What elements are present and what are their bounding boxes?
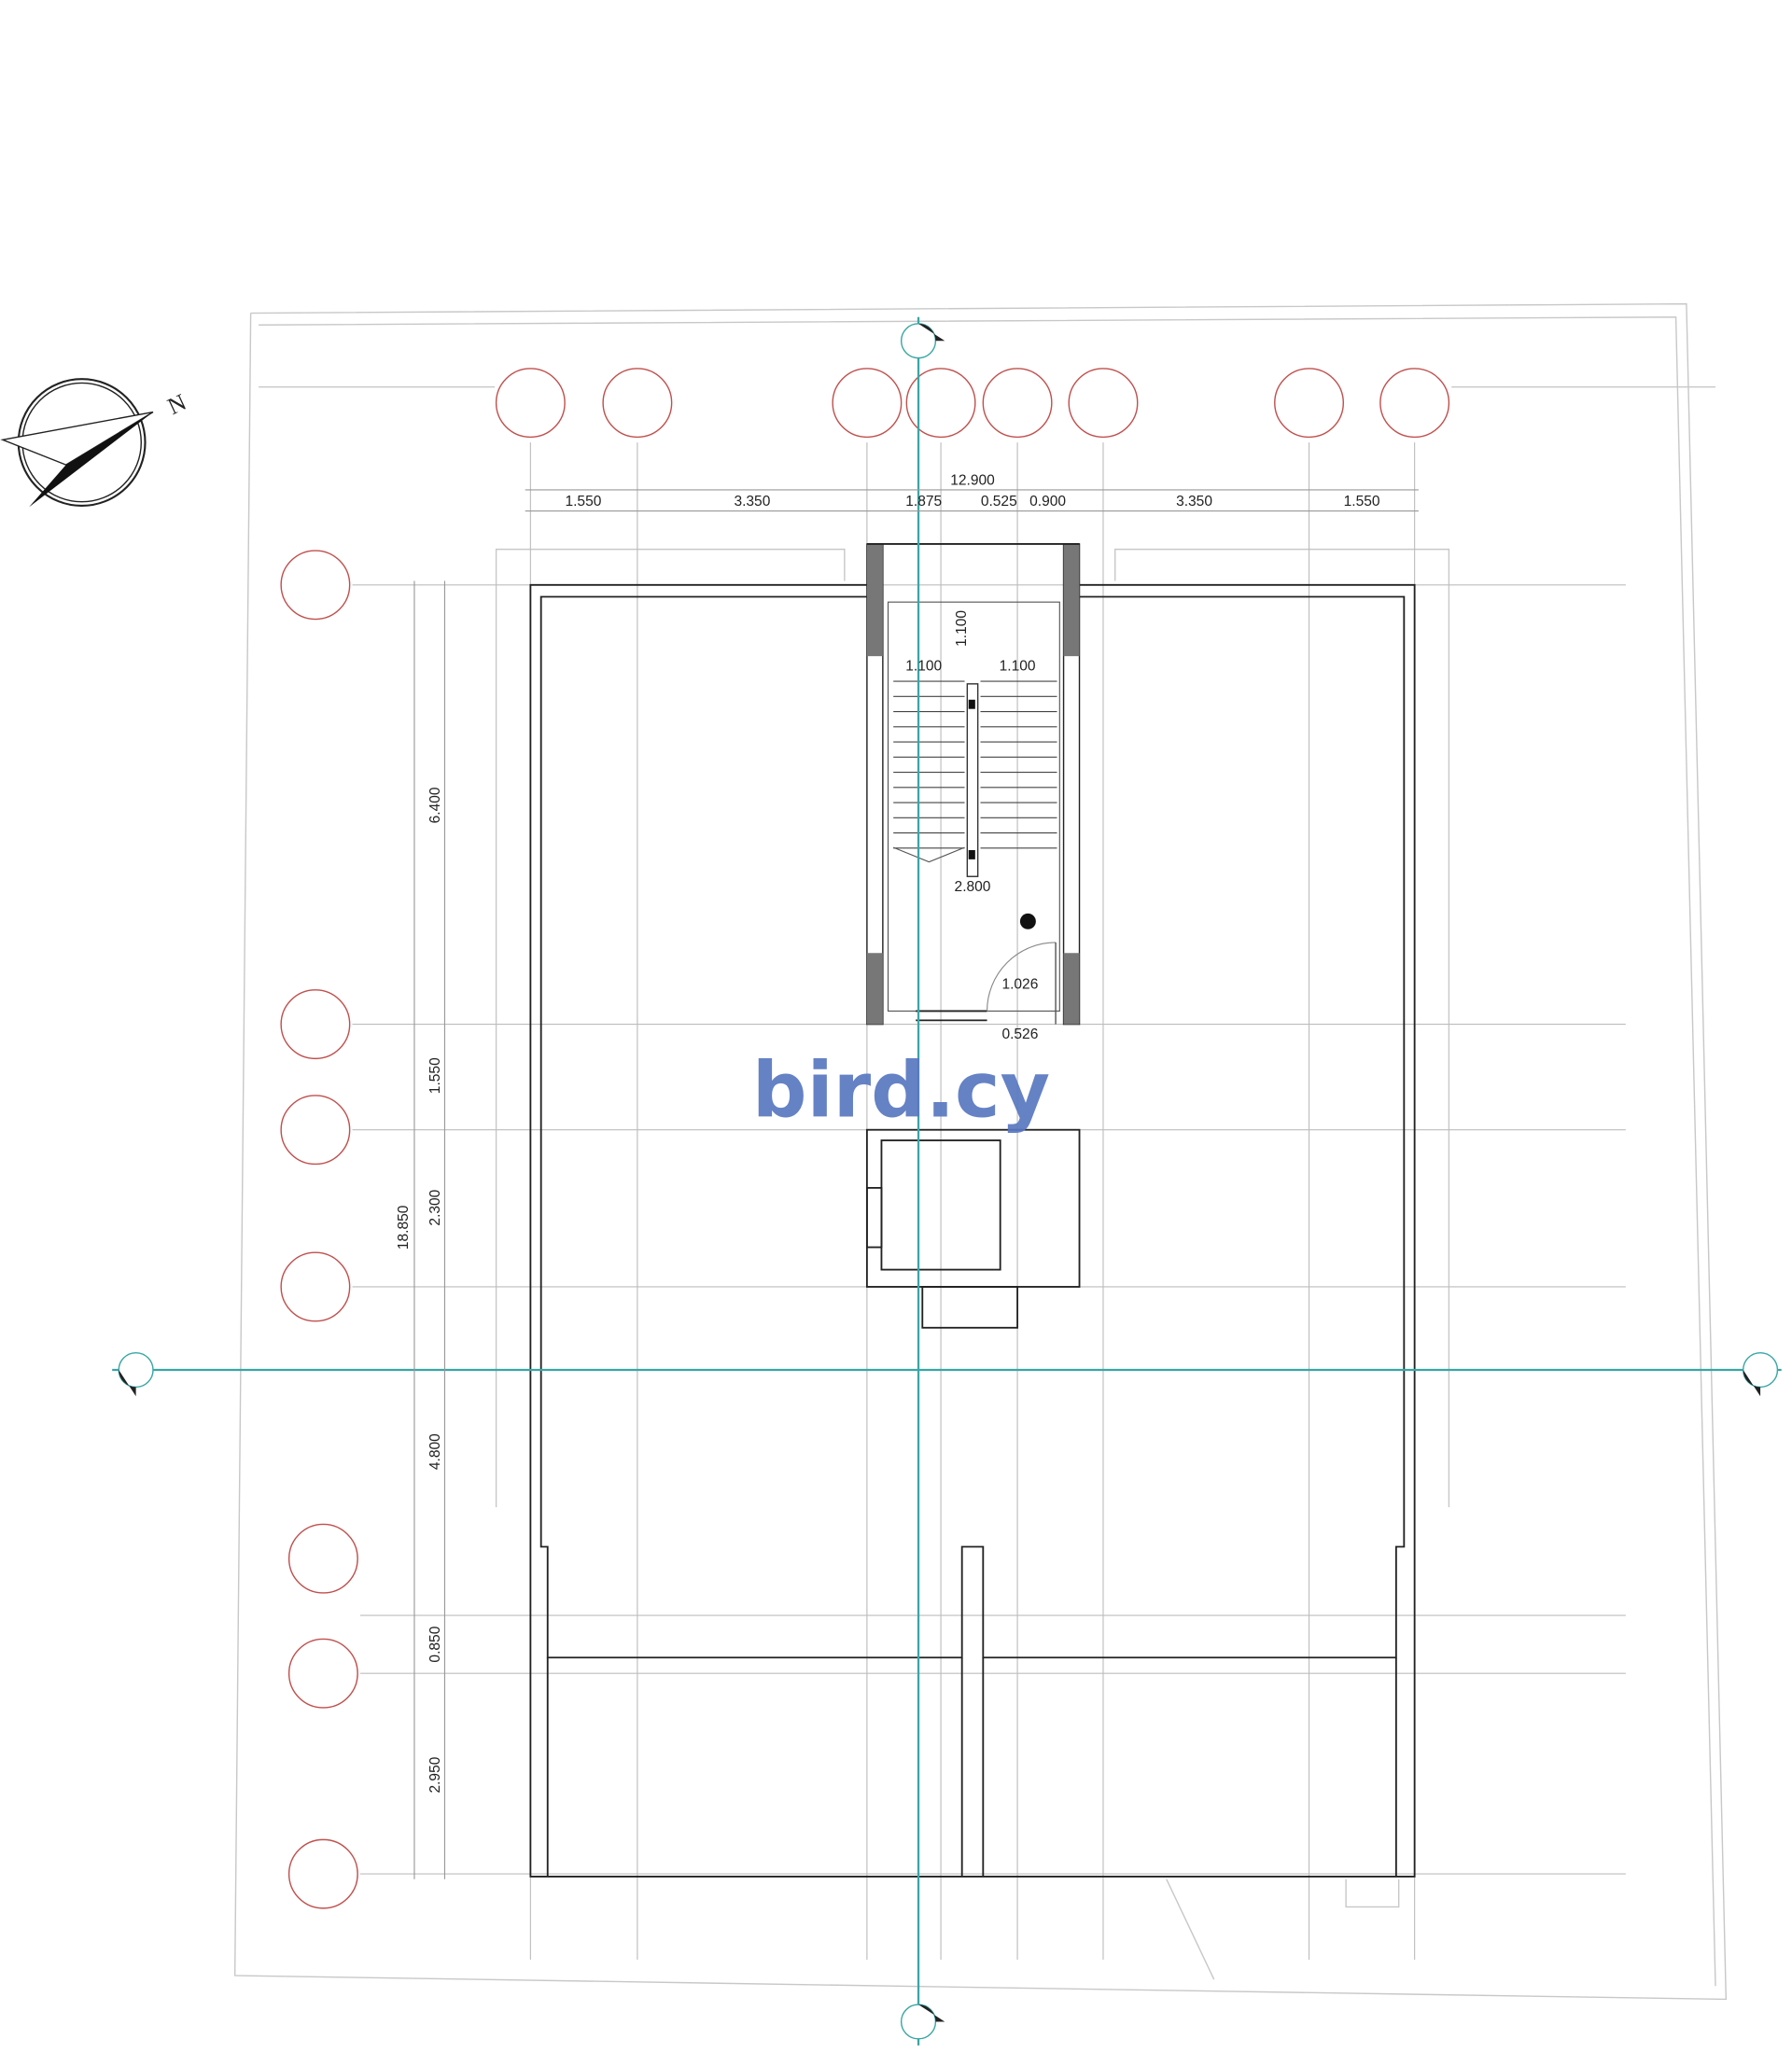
section-axes (112, 316, 1782, 2046)
dim-door-width: 1.026 (1001, 976, 1038, 992)
dim-top-2: 3.350 (734, 494, 770, 510)
grid-bubble (495, 368, 566, 439)
grid-bubbles (280, 368, 1450, 1909)
dim-left-5: 0.850 (427, 1626, 443, 1662)
dimension-labels: 12.900 1.550 3.350 1.875 0.525 0.900 3.3… (396, 472, 1380, 1793)
grid-bubble (280, 1095, 351, 1166)
grid-bubble (287, 1638, 358, 1709)
section-marker-icon (118, 323, 1779, 2040)
north-arrow-icon: N (0, 378, 190, 508)
grid-bubble (905, 368, 976, 439)
dim-top-4: 0.525 (981, 494, 1017, 510)
dimension-lines (413, 489, 1419, 1879)
dim-overall-depth: 18.850 (396, 1205, 412, 1250)
dim-stair-length: 2.800 (955, 879, 991, 895)
level-marker-icon (1019, 913, 1036, 929)
watermark: bird.cy (752, 1047, 1050, 1136)
dim-top-7: 1.550 (1344, 494, 1380, 510)
grid-bubble (287, 1523, 358, 1594)
dim-top-3: 1.875 (905, 494, 942, 510)
dim-stair-left: 1.100 (905, 659, 942, 675)
dim-overall-width: 12.900 (950, 472, 995, 488)
building-outline (529, 583, 1416, 1878)
grid-bubble (280, 550, 351, 621)
structural-grid (352, 442, 1626, 1961)
dim-left-4: 4.800 (427, 1433, 443, 1470)
grid-bubble (287, 1838, 358, 1909)
lift-shaft (865, 1128, 1081, 1329)
dim-stair-landing: 1.100 (954, 610, 970, 647)
grid-bubble (280, 1251, 351, 1322)
grid-bubble (280, 989, 351, 1060)
grid-bubble (832, 368, 903, 439)
grid-bubble (602, 368, 673, 439)
grid-bubble (1068, 368, 1139, 439)
dim-left-2: 1.550 (427, 1057, 443, 1094)
dim-door-offset: 0.526 (1001, 1027, 1038, 1042)
north-label: N (163, 388, 190, 420)
dim-left-1: 6.400 (427, 787, 443, 823)
grid-bubble (1379, 368, 1450, 439)
stair-core (866, 543, 1081, 1026)
dim-top-1: 1.550 (565, 494, 601, 510)
site-boundary (233, 302, 1728, 2001)
dim-stair-right: 1.100 (1000, 659, 1036, 675)
grid-bubble (1274, 368, 1344, 439)
grid-bubble (982, 368, 1053, 439)
dim-left-6: 2.950 (427, 1756, 443, 1793)
dim-top-6: 3.350 (1176, 494, 1212, 510)
dim-top-5: 0.900 (1029, 494, 1066, 510)
stair-treads (893, 680, 1057, 849)
dim-left-3: 2.300 (427, 1189, 443, 1225)
